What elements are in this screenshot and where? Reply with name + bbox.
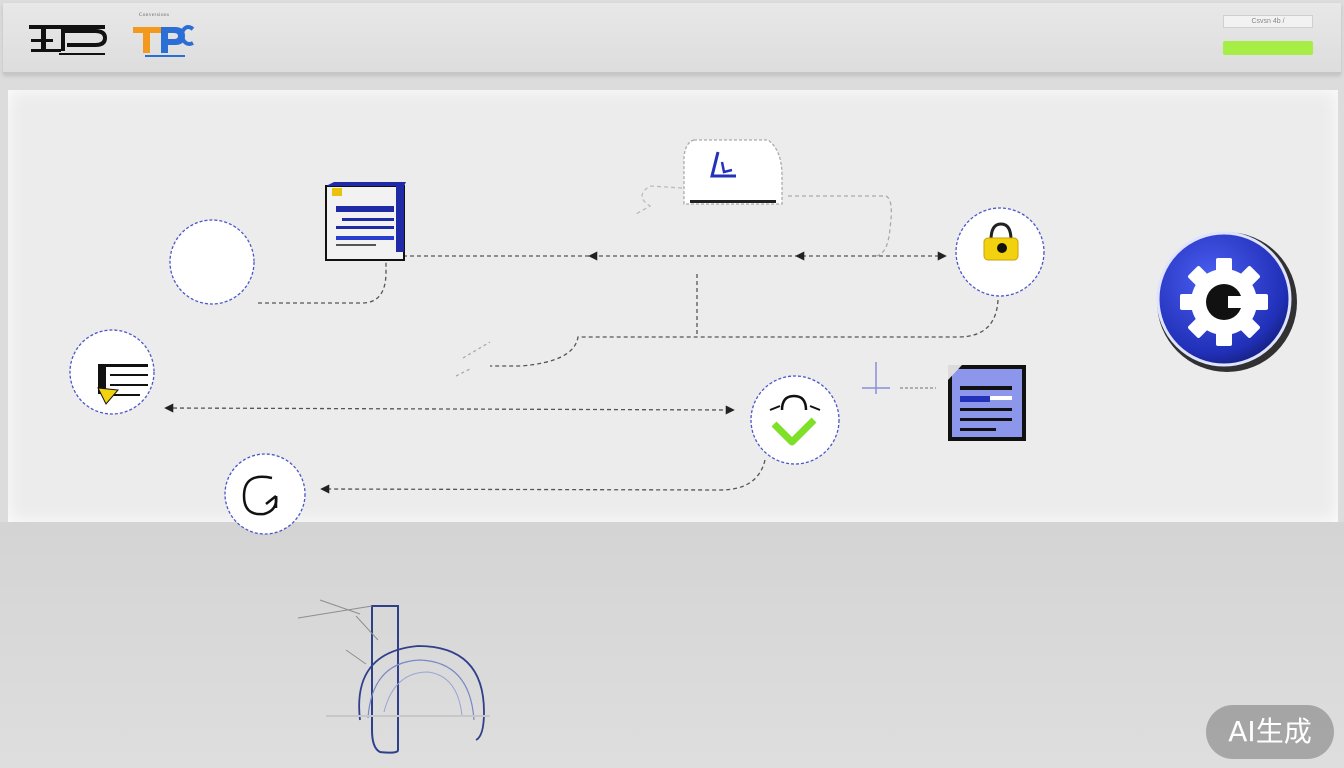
connectors (164, 185, 999, 494)
connector-card-left (635, 185, 683, 215)
node-empty-circle[interactable] (169, 219, 255, 305)
chart-icon (690, 151, 776, 203)
header-field[interactable]: Csvsn 4b / (1223, 15, 1313, 28)
tp-logo[interactable] (29, 19, 109, 61)
connector-check-to-refresh (320, 459, 766, 494)
gear-icon (1180, 258, 1268, 346)
lock-icon (983, 222, 1019, 261)
node-text-document[interactable] (948, 365, 1026, 441)
connector-card-right (788, 195, 892, 257)
document-stack-icon (325, 182, 406, 261)
node-lock[interactable] (955, 207, 1045, 297)
logo-caption: Conversions (139, 13, 170, 18)
node-list-document[interactable] (69, 329, 155, 415)
app-header: Conversions Csvsn 4b / (3, 3, 1341, 74)
connector-empty-to-doc (258, 262, 387, 304)
hand-sketch (297, 599, 490, 754)
faint-link-mark (862, 362, 936, 394)
status-bar[interactable] (1223, 41, 1313, 55)
lower-panel (0, 522, 1344, 768)
node-document-stack[interactable] (325, 182, 406, 261)
check-icon (769, 394, 821, 446)
connector-lock-down (490, 299, 999, 367)
node-checkmark[interactable] (750, 375, 840, 465)
refresh-icon (242, 475, 278, 516)
node-settings[interactable] (1156, 231, 1297, 372)
node-chart-card[interactable] (683, 139, 783, 205)
text-document-icon (948, 365, 1026, 441)
diagram-canvas (8, 90, 1338, 522)
connector-list-to-check (164, 403, 735, 415)
node-refresh[interactable] (224, 453, 306, 535)
tpc-logo[interactable] (131, 13, 197, 59)
ai-generated-badge: AI生成 (1206, 705, 1334, 759)
list-document-icon (97, 364, 148, 405)
connector-faint-left (455, 341, 491, 377)
